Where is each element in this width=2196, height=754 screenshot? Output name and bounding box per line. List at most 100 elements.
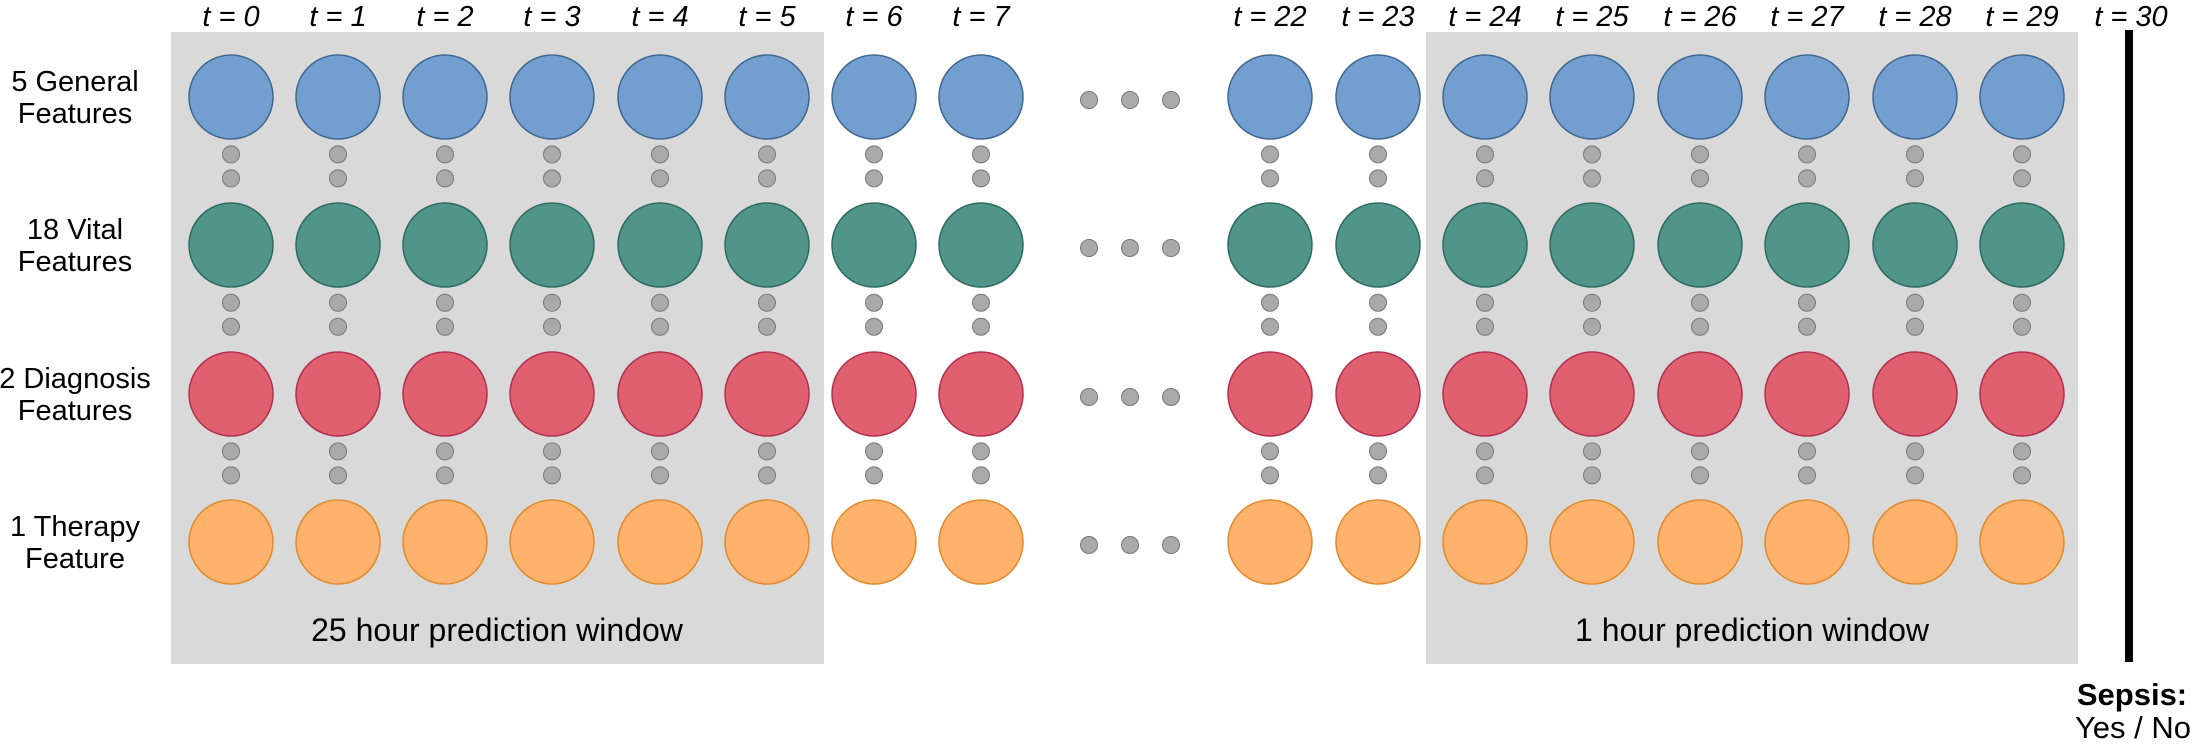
window-25-hour-label: 25 hour prediction window — [311, 612, 684, 648]
connector-dot — [651, 466, 669, 485]
connector-dot — [436, 145, 454, 164]
time-label: t = 2 — [416, 1, 473, 33]
feature-node — [1227, 351, 1313, 437]
feature-node — [938, 202, 1024, 288]
feature-node — [1442, 202, 1528, 288]
connector-dot — [1476, 293, 1494, 312]
connector-dot — [436, 317, 454, 336]
feature-node — [509, 499, 595, 585]
window-25-hour-background — [171, 32, 824, 664]
feature-node — [295, 54, 381, 140]
connector-dot — [1476, 442, 1494, 461]
connector-dot — [651, 442, 669, 461]
connector-dot — [1691, 169, 1709, 188]
connector-dot — [329, 293, 347, 312]
connector-dot — [2013, 293, 2031, 312]
connector-dot — [1583, 293, 1601, 312]
connector-dot — [2013, 466, 2031, 485]
feature-node — [509, 351, 595, 437]
connector-dot — [543, 169, 561, 188]
sepsis-outcome-title: Sepsis: — [2077, 677, 2187, 712]
feature-node — [831, 499, 917, 585]
feature-node — [1549, 202, 1635, 288]
feature-node — [1872, 54, 1958, 140]
feature-node — [724, 351, 810, 437]
time-label: t = 26 — [1663, 1, 1737, 33]
feature-node — [831, 202, 917, 288]
connector-dot — [1691, 317, 1709, 336]
connector-dot — [1691, 145, 1709, 164]
connector-dot — [1369, 317, 1387, 336]
connector-dot — [972, 317, 990, 336]
feature-node — [1979, 202, 2065, 288]
connector-dot — [1261, 466, 1279, 485]
ellipsis-dot — [1162, 536, 1180, 554]
prediction-windows — [171, 32, 2078, 664]
connector-dot — [972, 293, 990, 312]
connector-dot — [543, 145, 561, 164]
time-label: t = 22 — [1233, 1, 1306, 33]
feature-node — [1979, 54, 2065, 140]
feature-node — [1657, 351, 1743, 437]
feature-node — [1335, 202, 1421, 288]
connector-dot — [972, 442, 990, 461]
feature-node — [617, 351, 703, 437]
connector-dot — [1906, 145, 1924, 164]
connector-dot — [758, 169, 776, 188]
connector-dot — [1369, 293, 1387, 312]
time-label: t = 27 — [1770, 1, 1845, 33]
connector-dot — [222, 466, 240, 485]
connector-dot — [1369, 442, 1387, 461]
connector-dot — [329, 442, 347, 461]
feature-node — [1872, 202, 1958, 288]
connector-dot — [2013, 169, 2031, 188]
connector-dot — [329, 169, 347, 188]
feature-node — [295, 499, 381, 585]
ellipsis-dot — [1162, 91, 1180, 109]
connector-dot — [1798, 145, 1816, 164]
feature-node — [1335, 54, 1421, 140]
connector-dot — [865, 442, 883, 461]
feature-node — [1979, 499, 2065, 585]
feature-node — [1764, 202, 1850, 288]
connector-dot — [865, 169, 883, 188]
feature-node — [1872, 351, 1958, 437]
connector-dot — [1261, 169, 1279, 188]
feature-node — [1549, 499, 1635, 585]
connector-dot — [865, 293, 883, 312]
connector-dot — [1691, 293, 1709, 312]
feature-node — [402, 202, 488, 288]
connector-dot — [222, 317, 240, 336]
connector-dot — [1798, 442, 1816, 461]
connector-dot — [758, 293, 776, 312]
feature-nodes — [188, 54, 2065, 585]
ellipsis-dot — [1121, 388, 1139, 406]
connector-dot — [651, 145, 669, 164]
feature-node — [1549, 351, 1635, 437]
connector-dot — [329, 466, 347, 485]
connector-dot — [543, 317, 561, 336]
time-label: t = 4 — [631, 1, 688, 33]
feature-node — [724, 54, 810, 140]
feature-node — [1227, 54, 1313, 140]
connector-dot — [758, 442, 776, 461]
feature-node — [1442, 499, 1528, 585]
connector-dot — [1906, 293, 1924, 312]
feature-node — [831, 54, 917, 140]
feature-node — [831, 351, 917, 437]
connector-dot — [1261, 293, 1279, 312]
feature-node — [938, 54, 1024, 140]
time-label: t = 25 — [1555, 1, 1629, 33]
feature-node — [938, 351, 1024, 437]
feature-node — [1872, 499, 1958, 585]
feature-node — [1335, 351, 1421, 437]
connector-dot — [1691, 466, 1709, 485]
connector-dot — [972, 466, 990, 485]
connector-dot — [436, 442, 454, 461]
ellipsis-dot — [1080, 239, 1098, 257]
time-label: t = 23 — [1341, 1, 1414, 33]
connector-dot — [1691, 442, 1709, 461]
